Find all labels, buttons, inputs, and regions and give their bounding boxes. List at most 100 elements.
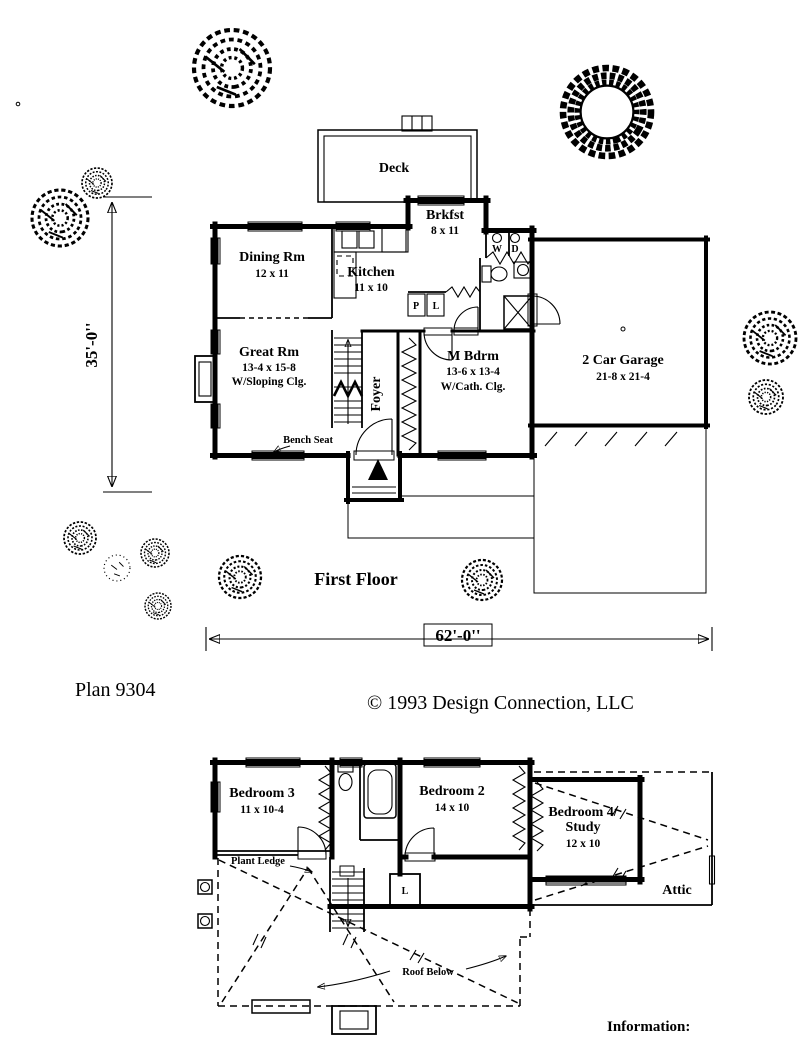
- height-dimension-label: 35'-0'': [82, 322, 101, 367]
- tub: [363, 763, 397, 819]
- roof-below-area: [217, 858, 532, 1035]
- bifold-door: [529, 781, 545, 852]
- linen-label: L: [433, 301, 440, 312]
- garage-dot: [620, 326, 626, 332]
- room-size-m-bdrm: 13-6 x 13-4: [446, 366, 500, 378]
- room-label-deck: Deck: [379, 161, 410, 176]
- pantry-label: P: [413, 301, 419, 312]
- kitchen-peninsula: [333, 251, 357, 299]
- bifold-door: [317, 765, 333, 851]
- room-label-foyer: Foyer: [369, 377, 384, 412]
- dimension-lines: 35'-0'' 62'-0'': [82, 196, 713, 651]
- toilet-tank: [481, 265, 492, 283]
- roof-ridge-lines: [218, 859, 519, 1004]
- sink: [341, 230, 358, 249]
- room-note-m-bdrm: W/Cath. Clg.: [441, 381, 506, 393]
- room-size-great-rm: 13-4 x 15-8: [242, 362, 296, 374]
- sheet-titles: Plan 9304 © 1993 Design Connection, LLC: [75, 679, 634, 714]
- width-dimension-label: 62'-0'': [435, 626, 480, 645]
- room-label-great-rm: Great Rm: [239, 345, 299, 360]
- room-label-bedroom4-line2: Study: [565, 820, 600, 835]
- bifold-door: [511, 765, 527, 851]
- stairs-second-floor: [332, 865, 364, 929]
- plant-ledge-arrow: [289, 865, 312, 872]
- shower: [503, 295, 533, 330]
- linen-label-2f: L: [402, 886, 409, 897]
- dryer-icon: [509, 232, 521, 244]
- bench-seat-label: Bench Seat: [283, 435, 333, 446]
- room-size-kitchen: 11 x 10: [354, 282, 388, 294]
- first-floor-walls: [210, 195, 710, 504]
- chimney: [331, 1005, 377, 1035]
- stairs-first-floor: [332, 337, 364, 424]
- tree-icon: [741, 309, 799, 367]
- room-size-bedroom4: 12 x 10: [566, 838, 601, 850]
- room-size-brkfst: 8 x 11: [431, 225, 459, 237]
- tree-icon: [192, 28, 272, 108]
- tree-icon: [557, 62, 656, 161]
- entry-marker: [368, 459, 388, 480]
- second-floor-windows: [210, 757, 716, 886]
- roof-below-arrow-right: [465, 956, 506, 970]
- toilet-tank: [337, 763, 354, 773]
- tree-icon: [143, 591, 173, 621]
- room-size-bedroom3: 11 x 10-4: [240, 804, 284, 816]
- sink: [516, 263, 530, 277]
- tree-icon: [28, 186, 92, 250]
- room-size-bedroom2: 14 x 10: [435, 802, 470, 814]
- tree-icon: [747, 378, 785, 416]
- second-floor-fixtures: [197, 763, 545, 929]
- speck: [15, 101, 21, 107]
- roof-hip-lines: [534, 782, 709, 901]
- stair-landing: [339, 865, 355, 877]
- porch-post: [197, 913, 213, 929]
- room-label-bedroom3: Bedroom 3: [229, 786, 294, 801]
- second-floor-walls: [210, 757, 713, 932]
- washer-icon: [491, 232, 503, 244]
- tree-icon: [459, 557, 505, 603]
- room-label-attic: Attic: [662, 883, 692, 898]
- first-floor-doors: [353, 293, 561, 461]
- linen-closet: [426, 293, 445, 317]
- room-label-dining: Dining Rm: [239, 250, 305, 265]
- tree-icon: [139, 537, 171, 569]
- first-floor-fixtures: [194, 227, 626, 494]
- linen-closet-2f: [389, 873, 421, 906]
- room-label-bedroom4: Bedroom 4/: [548, 805, 618, 820]
- room-label-kitchen: Kitchen: [347, 265, 395, 280]
- deck-structure: [317, 115, 478, 203]
- porch-post: [197, 879, 213, 895]
- landscape-trees: [15, 28, 799, 621]
- plant-ledge-label: Plant Ledge: [231, 856, 285, 867]
- first-floor-caption: First Floor: [314, 569, 397, 589]
- fireplace: [194, 355, 216, 403]
- room-note-great-rm: W/Sloping Clg.: [232, 376, 307, 388]
- toilet-bowl: [338, 772, 353, 792]
- information-label: Information:: [607, 1019, 690, 1035]
- driveway: [533, 426, 707, 594]
- pantry-closet: [407, 293, 426, 317]
- tree-icon: [80, 166, 114, 200]
- shrub-icon: [103, 554, 131, 582]
- dryer-label: D: [511, 244, 518, 255]
- refrigerator: [381, 227, 407, 253]
- sink: [358, 230, 375, 249]
- roof-below-arrow-left: [318, 970, 391, 987]
- room-label-m-bdrm: M Bdrm: [447, 349, 499, 364]
- room-label-bedroom2: Bedroom 2: [419, 784, 484, 799]
- first-floor-labels: Deck Brkfst 8 x 11 Dining Rm 12 x 11 Kit…: [232, 161, 664, 589]
- vanity: [513, 261, 533, 279]
- front-walk: [347, 495, 535, 539]
- washer-label: W: [492, 244, 502, 255]
- bench-seat-arrow: [274, 446, 291, 452]
- second-floor-labels: Bedroom 3 11 x 10-4 Bedroom 2 14 x 10 Be…: [229, 784, 692, 987]
- roof-below-label: Roof Below: [402, 967, 454, 978]
- room-size-garage: 21-8 x 21-4: [596, 371, 650, 383]
- bay-window-roof: [251, 999, 311, 1014]
- bifold-door: [400, 337, 418, 451]
- bifold-door: [445, 285, 481, 299]
- room-label-garage: 2 Car Garage: [582, 353, 663, 368]
- tree-icon: [62, 520, 98, 556]
- room-size-dining: 12 x 11: [255, 268, 289, 280]
- room-label-brkfst: Brkfst: [426, 208, 464, 223]
